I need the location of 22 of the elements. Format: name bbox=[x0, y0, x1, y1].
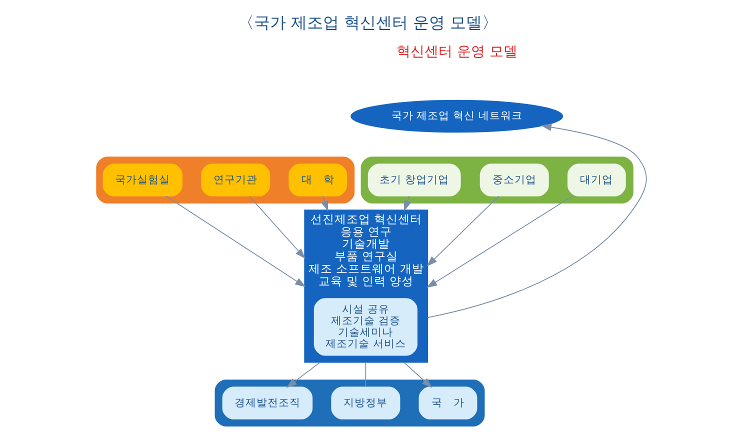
connector bbox=[365, 362, 366, 388]
arrow bbox=[321, 196, 328, 212]
node-box: 지방정부 bbox=[331, 386, 400, 420]
node-box: 대기업 bbox=[567, 164, 626, 196]
node-box: 경제발전조직 bbox=[222, 386, 313, 420]
node-box: 시설 공유 제조기술 검증 기술세미나 제조기술 서비스 bbox=[314, 298, 418, 356]
arrow bbox=[248, 196, 306, 259]
arrow bbox=[426, 196, 573, 288]
arrow bbox=[404, 196, 412, 212]
label: 혁신센터 운영 모델 bbox=[396, 44, 518, 60]
arrow bbox=[403, 362, 432, 388]
arrow bbox=[427, 124, 647, 318]
arrow bbox=[166, 196, 306, 288]
node-box: 국 가 bbox=[418, 386, 478, 420]
diagram-title: 〈국가 제조업 혁신센터 운영 모델〉 bbox=[238, 13, 498, 32]
arrow bbox=[426, 196, 500, 267]
node-box: 초기 창업기업 bbox=[368, 164, 461, 196]
arrow bbox=[286, 362, 321, 388]
node-box: 중소기업 bbox=[480, 164, 549, 196]
node-box: 대 학 bbox=[288, 164, 348, 196]
node-box: 연구기관 bbox=[201, 164, 270, 196]
node-box: 국가실험실 bbox=[102, 164, 182, 196]
